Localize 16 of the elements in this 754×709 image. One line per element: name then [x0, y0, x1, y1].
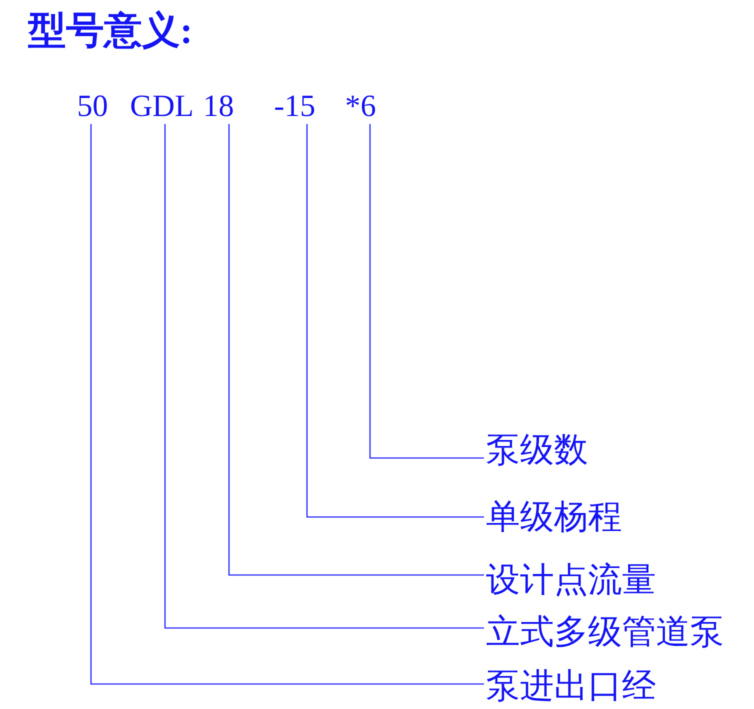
leader-line: [369, 124, 484, 459]
callout-label: 泵进出口经: [486, 667, 656, 705]
callout-label: 泵级数: [486, 431, 588, 469]
model-code-part: 50: [77, 88, 108, 124]
model-code-part: GDL: [130, 88, 194, 124]
callout-label: 立式多级管道泵: [486, 613, 724, 651]
leader-line: [164, 124, 484, 629]
model-code-part: 18: [203, 88, 234, 124]
model-code-part: *6: [345, 88, 376, 124]
leader-line: [228, 124, 484, 576]
title: 型号意义:: [28, 9, 193, 54]
callout-label: 设计点流量: [486, 561, 656, 599]
callout-label: 单级杨程: [486, 498, 622, 536]
leader-line: [90, 124, 484, 685]
leader-line: [306, 124, 484, 518]
model-code-part: -15: [274, 88, 316, 124]
